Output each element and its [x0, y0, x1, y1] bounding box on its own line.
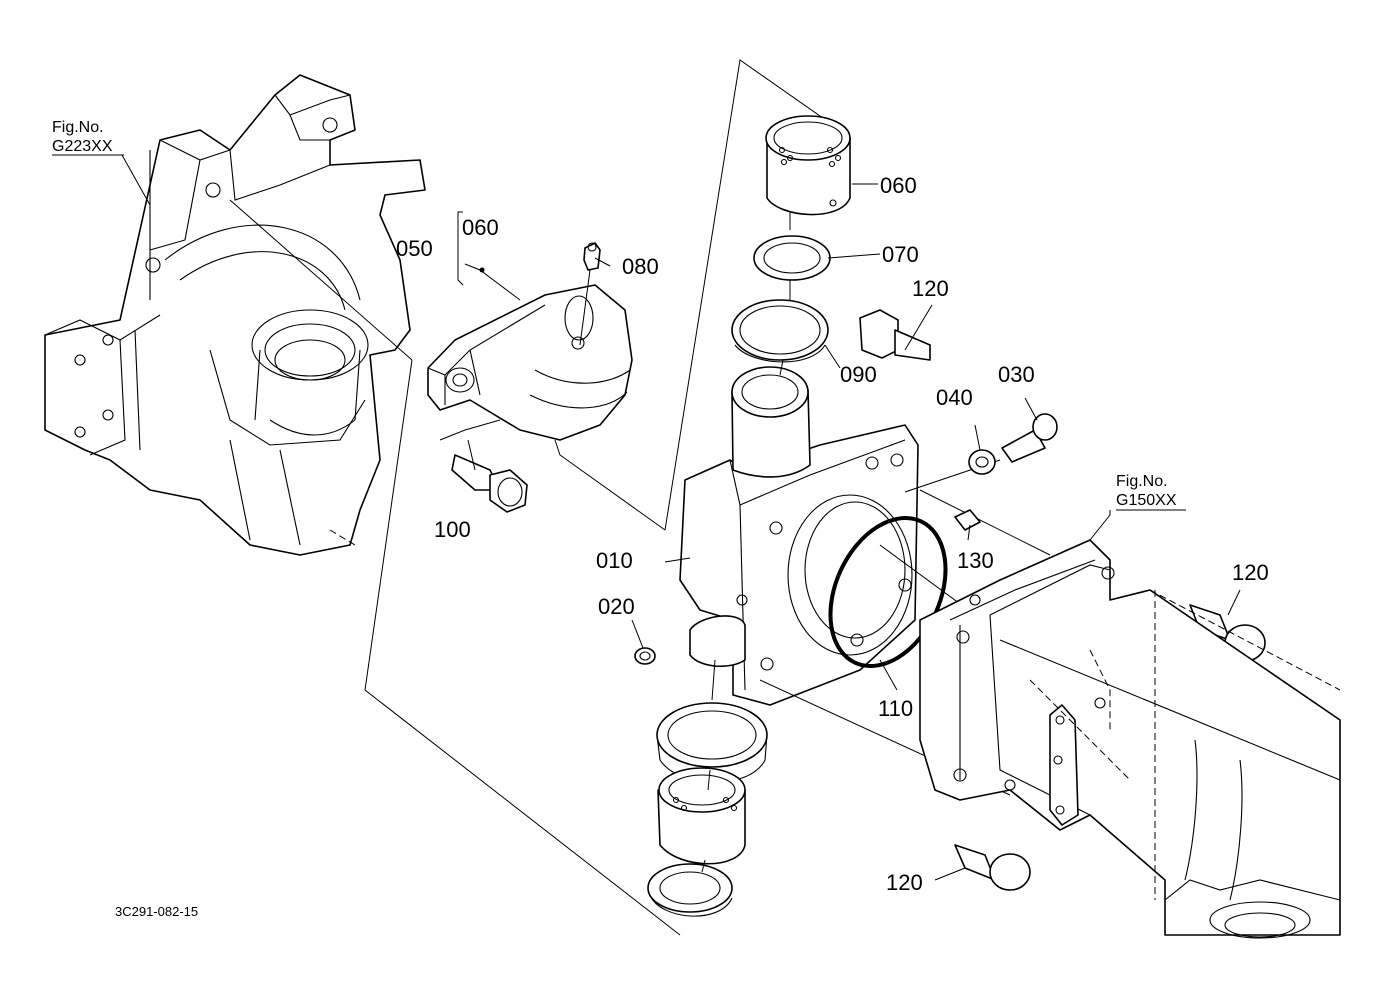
callout-dot [479, 267, 485, 273]
axle-case [919, 539, 1341, 939]
callout-080: 080 [622, 254, 659, 279]
fig-ref-code: G223XX [52, 138, 113, 155]
gear-case-housing [44, 74, 426, 556]
callout-110: 110 [878, 696, 913, 721]
callout-120: 120 [912, 276, 949, 301]
fig-ref-g223xx: Fig.No. G223XX [52, 119, 124, 156]
callout-090: 090 [840, 362, 877, 387]
callout-130: 130 [957, 548, 994, 573]
centerline [364, 359, 681, 936]
bolt-030 [1001, 413, 1058, 463]
plug-120-bottom [954, 844, 1031, 891]
knuckle-upper-boss [731, 366, 811, 478]
callout-060: 060 [462, 215, 499, 240]
part-callouts: 060 070 120 090 080 050 060 100 010 020 … [396, 173, 1269, 895]
drawing-number: 3C291-082-15 [115, 904, 198, 919]
bolt-100 [451, 454, 528, 513]
callout-leaders [121, 154, 1241, 881]
callout-120: 120 [1232, 560, 1269, 585]
thrust-washer [753, 235, 831, 281]
plug-120-upper [859, 309, 931, 361]
centerline [664, 59, 841, 531]
oil-seal-lower [647, 863, 733, 917]
fig-ref-label: Fig.No. [52, 119, 104, 136]
fig-ref-code: G150XX [1116, 492, 1177, 509]
bushing-top [765, 115, 851, 216]
callout-010: 010 [596, 548, 633, 573]
callout-070: 070 [882, 242, 919, 267]
callout-050: 050 [396, 236, 433, 261]
oil-seal-top [731, 299, 829, 363]
plug-020 [634, 647, 656, 665]
centerline [229, 199, 413, 361]
callout-100: 100 [434, 517, 471, 542]
fig-ref-label: Fig.No. [1116, 473, 1168, 490]
knuckle-lower-boss [689, 615, 746, 668]
callout-020: 020 [598, 594, 635, 619]
callout-060: 060 [880, 173, 917, 198]
bushing-lower [657, 767, 746, 865]
fig-ref-g150xx: Fig.No. G150XX [1116, 473, 1186, 511]
steering-arm [427, 284, 666, 531]
callout-040: 040 [936, 385, 973, 410]
pin-130 [954, 509, 981, 531]
grease-fitting [583, 242, 601, 271]
callout-030: 030 [998, 362, 1035, 387]
collar-040 [968, 449, 996, 475]
callout-120: 120 [886, 870, 923, 895]
